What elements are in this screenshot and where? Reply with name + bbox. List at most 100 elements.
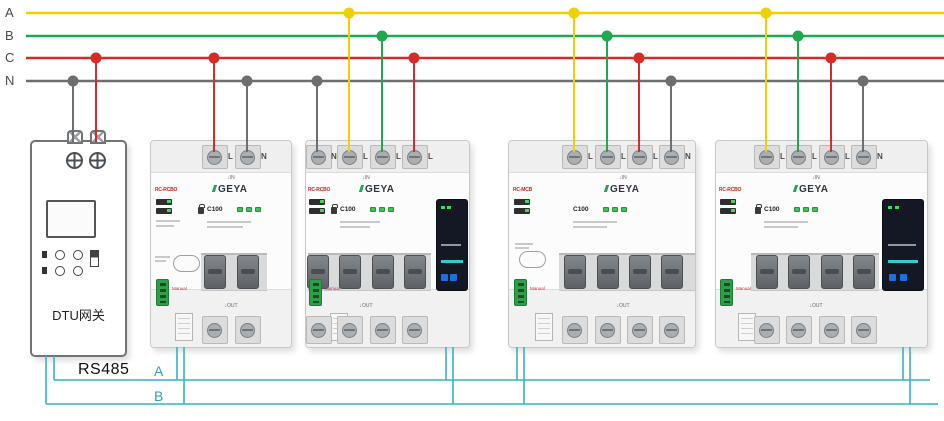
display-key <box>441 274 448 281</box>
screw <box>632 323 647 338</box>
breaker-handle <box>204 255 226 289</box>
terminal <box>370 145 396 169</box>
bus-label-a: A <box>5 5 14 20</box>
dtu-indicator <box>42 267 47 274</box>
terminal <box>235 145 261 169</box>
terminal <box>202 145 228 169</box>
terminal <box>627 145 653 169</box>
phase-b-junctions <box>376 30 804 42</box>
brand-logo: GEYA <box>605 184 639 195</box>
bus-label-b: B <box>5 28 14 43</box>
breaker-handle <box>661 255 683 289</box>
breaker-handle <box>339 255 361 289</box>
display-readout <box>888 260 918 263</box>
out-marking: ↓OUT <box>809 303 823 309</box>
screw <box>856 150 871 165</box>
screw <box>407 150 422 165</box>
phase-b-taps <box>381 36 799 152</box>
terminal <box>306 316 332 344</box>
dtu-terminal-screw <box>66 152 83 169</box>
status-window <box>309 199 325 205</box>
terminal <box>562 145 588 169</box>
display-key <box>889 274 896 281</box>
terminal-label: N <box>261 152 267 161</box>
terminal-label: L <box>396 152 401 161</box>
breaker-4: L L L N ↓IN RC-RCBO GEYA C100 Manual ↓OU… <box>715 140 928 348</box>
in-marking: ↓IN <box>812 175 820 181</box>
bus-label-n: N <box>5 73 15 88</box>
fine-print <box>764 221 808 223</box>
fine-print <box>340 226 370 228</box>
terminal-label: L <box>228 152 233 161</box>
terminal <box>819 316 845 344</box>
fine-print <box>155 256 170 258</box>
fine-print <box>340 221 380 223</box>
breaker-2: N L L L ↓IN RC-RCBO GEYA C100 Manual ↓OU… <box>305 140 470 348</box>
rs485-wires <box>45 347 938 405</box>
rating-label: C100 <box>340 206 356 213</box>
dtu-indicator <box>42 251 47 258</box>
model-label: RC-RCBO <box>308 187 331 193</box>
mode-label: Manual <box>172 286 187 291</box>
terminal <box>235 316 261 344</box>
screw <box>759 323 774 338</box>
terminal <box>202 316 228 344</box>
screw <box>600 150 615 165</box>
rs485-line-b-label: B <box>154 388 164 404</box>
dtu-wire-clamp <box>90 130 106 144</box>
screw <box>791 323 806 338</box>
terminal-label: N <box>331 152 337 161</box>
phase-c-taps <box>95 58 832 152</box>
fine-print <box>207 226 243 228</box>
screw <box>207 323 222 338</box>
lock-icon <box>331 204 338 214</box>
terminal <box>851 316 877 344</box>
breaker-handle <box>237 255 259 289</box>
dtu-button <box>73 250 83 260</box>
terminal <box>562 316 588 344</box>
terminal <box>659 316 685 344</box>
dtu-button <box>55 250 65 260</box>
terminal <box>595 145 621 169</box>
test-button <box>173 255 200 272</box>
breaker-1: L N ↓IN RC-RCBO GEYA C100 Manual ↓OUT <box>150 140 292 348</box>
rating-label: C100 <box>207 206 223 213</box>
terminal <box>659 145 685 169</box>
breaker-handle <box>564 255 586 289</box>
terminal-label: L <box>653 152 658 161</box>
phase-a-taps <box>348 13 767 152</box>
dtu-label: DTU网关 <box>52 308 105 323</box>
breaker-handle <box>853 255 875 289</box>
breaker-handle <box>629 255 651 289</box>
neutral-junctions <box>67 75 869 87</box>
display-led <box>447 206 451 209</box>
rs485-connector <box>720 279 733 306</box>
terminal <box>337 316 363 344</box>
screw <box>632 150 647 165</box>
screw <box>600 323 615 338</box>
screw <box>342 323 357 338</box>
screw <box>342 150 357 165</box>
rating-label: C100 <box>764 206 780 213</box>
breaker-handle <box>597 255 619 289</box>
phase-c-junctions <box>90 52 837 64</box>
fine-print <box>207 221 251 223</box>
terminal <box>306 145 332 169</box>
wiring-print <box>738 313 756 341</box>
screw <box>759 150 774 165</box>
fine-print <box>156 225 174 227</box>
display-text <box>441 244 461 246</box>
rating-label: C100 <box>573 206 589 213</box>
status-window <box>156 208 172 214</box>
brand-logo: GEYA <box>360 184 394 195</box>
terminal <box>402 316 428 344</box>
screw <box>664 150 679 165</box>
screw <box>791 150 806 165</box>
breaker-handle <box>821 255 843 289</box>
wiring-print <box>535 313 553 341</box>
fine-print <box>515 243 533 245</box>
breaker-handle <box>756 255 778 289</box>
screw <box>856 323 871 338</box>
smart-display <box>882 199 924 291</box>
